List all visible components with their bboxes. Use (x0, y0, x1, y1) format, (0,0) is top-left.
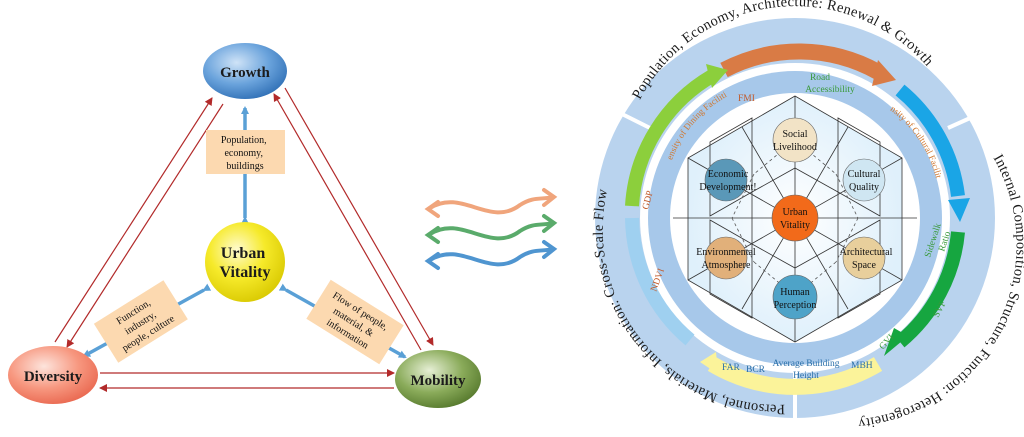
svg-text:Development!: Development! (699, 182, 756, 193)
node-social-livelihood: Social Livelihood (772, 117, 818, 163)
svg-text:Human: Human (780, 287, 809, 298)
center-line1: Urban (221, 245, 266, 262)
red-arrow-diversity-growth (54, 97, 213, 343)
node-growth: Growth (203, 43, 287, 99)
svg-text:Space: Space (852, 260, 876, 271)
node-diversity-label: Diversity (24, 369, 83, 385)
svg-text:Architectural: Architectural (840, 247, 893, 258)
wavy-arrow-orange (428, 195, 554, 215)
node-architectural-line2: Space (852, 260, 876, 271)
node-economic-development: Economic Development! (699, 158, 757, 202)
svg-text:Urban Vitality: Urban Vitality (220, 245, 271, 281)
band-lime (625, 69, 716, 207)
node-center-line2: Vitality (780, 220, 810, 231)
svg-text:Economic: Economic (708, 169, 749, 180)
svg-text:Quality: Quality (849, 182, 879, 193)
indicator-mbh: MBH (851, 361, 873, 371)
node-architectural-space: Architectural Space (840, 236, 893, 280)
node-growth-label: Growth (220, 65, 270, 81)
node-diversity: Diversity (8, 346, 98, 404)
node-economic-line2: Development! (699, 182, 756, 193)
red-arrow-growth-mobility (284, 87, 434, 346)
node-social-line2: Livelihood (773, 142, 817, 153)
ring-nodes: Social Livelihood Cultural Quality Archi… (696, 117, 893, 320)
node-human-line2: Perception (774, 300, 817, 311)
node-cultural-quality: Cultural Quality (842, 158, 886, 202)
band-blue (895, 84, 965, 197)
band-lightblue (625, 217, 695, 346)
indicator-road-2: Accessibility (805, 85, 855, 95)
wavy-arrow-blue (428, 247, 554, 267)
indicator-bcr: BCR (746, 365, 766, 375)
svg-text:Livelihood: Livelihood (773, 142, 817, 153)
node-center-line1: Urban (783, 207, 808, 218)
svg-text:Social: Social (783, 129, 808, 140)
band-orange (720, 43, 882, 80)
node-cultural-line1: Cultural (848, 169, 881, 180)
node-cultural-line2: Quality (849, 182, 879, 193)
node-mobility-label: Mobility (411, 373, 466, 389)
node-economic-line1: Economic (708, 169, 749, 180)
node-environmental-atmosphere: Environmental Atmosphere (696, 236, 756, 280)
box-top-line3: buildings (226, 161, 263, 172)
svg-text:Vitality: Vitality (780, 220, 810, 231)
indicator-road-1: Road (810, 73, 830, 83)
svg-text:Environmental: Environmental (696, 247, 756, 258)
box-top-line1: Population, (221, 135, 267, 146)
wavy-arrows (424, 188, 558, 270)
indicator-abh-1: Average Building (772, 359, 839, 369)
box-top-line2: economy, (224, 148, 263, 159)
box-top: Population, economy, buildings (206, 130, 285, 174)
svg-text:Population, economy,: Population, economy, buildings (221, 135, 269, 172)
svg-text:Cultural: Cultural (848, 169, 881, 180)
indicator-fmi: FMI (738, 94, 755, 104)
svg-text:Urban: Urban (783, 207, 808, 218)
wavy-arrow-green (428, 221, 554, 241)
node-architectural-line1: Architectural (840, 247, 893, 258)
node-mobility: Mobility (395, 350, 481, 408)
box-right: Flow of people, material, & information (306, 279, 404, 365)
node-social-line1: Social (783, 129, 808, 140)
node-environmental-line1: Environmental (696, 247, 756, 258)
band-yellow (707, 357, 883, 395)
left-triangle-diagram: Population, economy, buildings Function,… (8, 43, 481, 408)
box-left: Function, industry, people, culture (93, 280, 188, 363)
node-urban-vitality: Urban Vitality (205, 222, 285, 302)
node-human-perception: Human Perception (772, 274, 818, 320)
node-human-line1: Human (780, 287, 809, 298)
center-line2: Vitality (220, 264, 271, 281)
indicator-abh-2: Height (793, 371, 819, 381)
indicator-far: FAR (722, 363, 740, 373)
indicator-gdp: GDP (641, 190, 656, 211)
band-green (895, 231, 965, 348)
node-center-urban-vitality: Urban Vitality (771, 194, 819, 242)
svg-text:Perception: Perception (774, 300, 817, 311)
svg-text:Atmosphere: Atmosphere (702, 260, 751, 271)
node-environmental-line2: Atmosphere (702, 260, 751, 271)
